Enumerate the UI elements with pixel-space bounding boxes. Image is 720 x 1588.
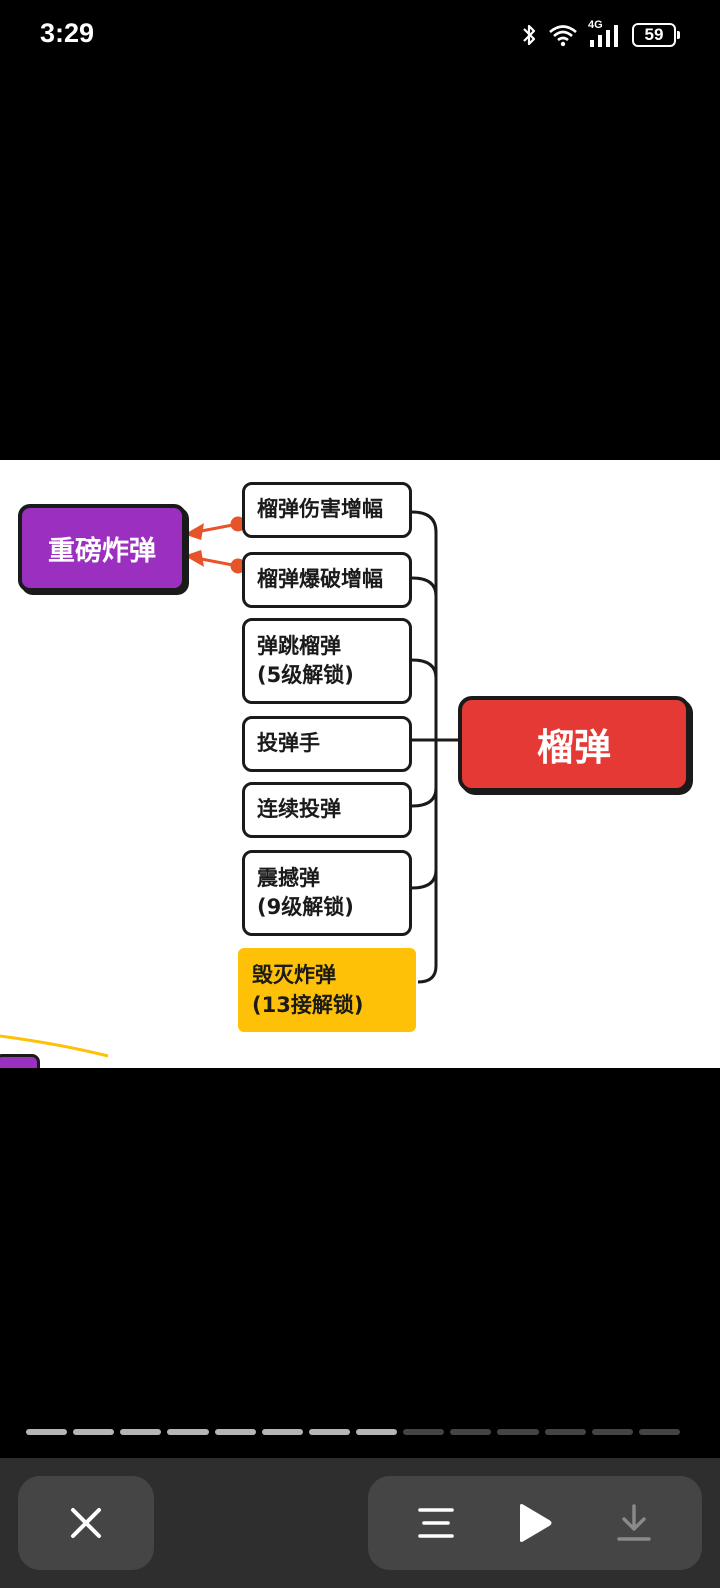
wifi-icon	[549, 25, 577, 47]
download-icon	[617, 1504, 652, 1541]
root-node: 榴弹	[458, 696, 690, 792]
branch-node-6: 震撼弹 (9级解锁)	[242, 850, 412, 936]
progress-segment	[638, 1429, 680, 1435]
branch-label: 弹跳榴弹	[257, 633, 341, 658]
branch-label: 榴弹伤害增幅	[257, 497, 383, 522]
play-icon	[519, 1504, 552, 1542]
branch-node-3: 弹跳榴弹 (5级解锁)	[242, 618, 412, 704]
bluetooth-icon	[523, 24, 536, 46]
progress-segment	[497, 1429, 539, 1435]
progress-segment	[167, 1429, 209, 1435]
progress-segment	[355, 1429, 398, 1435]
partial-purple-node	[0, 1054, 40, 1068]
branch-node-2: 榴弹爆破增幅	[242, 552, 412, 608]
menu-icon	[417, 1508, 454, 1538]
signal-icon	[590, 25, 618, 47]
network-type: 4G	[588, 19, 603, 31]
branch-unlock-label: (9级解锁)	[257, 895, 354, 919]
branch-node-7-highlighted: 毁灭炸弹 (13接解锁)	[238, 948, 416, 1032]
branch-node-5: 连续投弹	[242, 782, 412, 838]
close-button[interactable]	[18, 1476, 154, 1570]
close-icon	[71, 1508, 101, 1538]
status-icons: 4G 59	[520, 19, 680, 50]
status-bar: 3:29 4G 59	[0, 0, 720, 72]
branch-node-1: 榴弹伤害增幅	[242, 482, 412, 538]
battery-icon: 59	[632, 23, 680, 47]
branch-node-4: 投弹手	[242, 716, 412, 772]
branch-unlock-label: (13接解锁)	[252, 993, 364, 1017]
progress-segment	[26, 1429, 68, 1435]
progress-segment	[73, 1429, 115, 1435]
progress-segment	[544, 1429, 586, 1435]
image-viewer[interactable]: 重磅炸弹 榴弹伤害增幅 榴弹爆破增幅 弹跳榴弹 (5级解锁) 投弹手 连续投弹 …	[0, 460, 720, 1068]
action-group	[368, 1476, 702, 1570]
connector-lines	[0, 510, 458, 1058]
branch-label: 毁灭炸弹	[252, 962, 336, 987]
menu-button[interactable]	[406, 1493, 466, 1553]
signal-indicator: 4G	[588, 19, 622, 48]
branch-label: 投弹手	[257, 731, 320, 756]
progress-segment	[308, 1429, 350, 1435]
bottom-bar	[0, 1458, 720, 1588]
branch-label: 连续投弹	[257, 797, 341, 822]
branch-label: 榴弹爆破增幅	[257, 567, 383, 592]
branch-unlock-label: (5级解锁)	[257, 663, 354, 687]
progress-segment	[120, 1429, 162, 1435]
download-button[interactable]	[604, 1493, 664, 1553]
status-time: 3:29	[40, 18, 95, 48]
progress-segment	[450, 1429, 492, 1435]
progress-segment	[403, 1429, 445, 1435]
branch-label: 震撼弹	[257, 865, 320, 890]
upgrade-node: 重磅炸弹	[18, 504, 186, 592]
story-progress	[26, 1429, 680, 1437]
progress-segment	[261, 1429, 303, 1435]
progress-segment	[591, 1429, 633, 1435]
play-button[interactable]	[505, 1493, 565, 1553]
progress-segment	[214, 1429, 256, 1435]
